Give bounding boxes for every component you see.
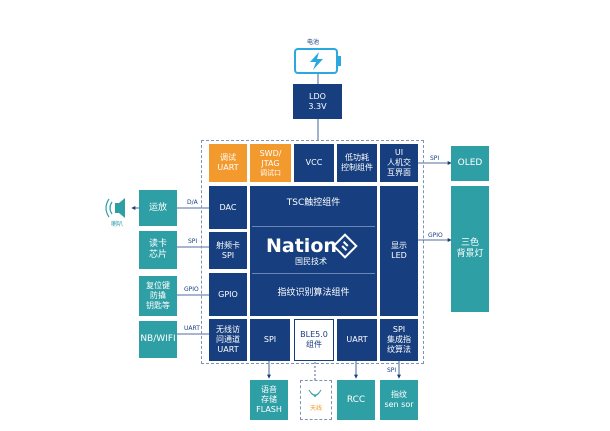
- rgb-backlight-block: 三色 背景灯: [451, 186, 489, 312]
- voice-label: 语音: [261, 385, 277, 394]
- ble-component-label: 组件: [306, 340, 322, 349]
- nb-wifi-label: NB/WIFI: [140, 334, 176, 344]
- ble-block: BLE5.0 组件: [294, 319, 334, 361]
- debug-uart-label: UART: [217, 163, 239, 172]
- spi-card-connector-label: SPI: [188, 238, 198, 245]
- ldo-voltage: 3.3V: [308, 101, 327, 111]
- gpio-label: GPIO: [218, 289, 238, 299]
- chip-boundary: [201, 140, 424, 364]
- spi-algorithm-block: SPI 集成指 纹算法: [380, 319, 418, 361]
- da-connector-label: D/A: [187, 199, 198, 206]
- ldo-block: LDO 3.3V: [293, 84, 342, 119]
- rcc-label: RCC: [346, 394, 366, 405]
- display-led-block: 显示 LED: [380, 186, 418, 316]
- gpio-connector-label: GPIO: [184, 286, 199, 293]
- rf-card-spi-label: SPI: [221, 250, 235, 260]
- card-reader-chip-label: 芯片: [148, 250, 167, 260]
- spi-algo-label: SPI: [392, 325, 406, 334]
- jtag-label: JTAG: [261, 158, 280, 168]
- wireless-uart-label: UART: [217, 345, 239, 354]
- spi-sensor-connector-label: SPI: [387, 367, 397, 374]
- ui-label: UI: [394, 148, 404, 157]
- nation-logo-subtitle: 国民技术: [295, 257, 327, 266]
- uart-label: UART: [346, 335, 368, 344]
- nation-logo-text: Nation: [266, 235, 337, 257]
- anti-pry-label: 防撬: [150, 291, 166, 300]
- vcc-label: VCC: [305, 158, 323, 167]
- battery-label: 电池: [307, 39, 320, 46]
- gpio-rgb-connector-label: GPIO: [428, 232, 443, 239]
- flash-label: FLASH: [256, 405, 282, 414]
- ldo-label: LDO: [309, 91, 326, 101]
- uart-block: UART: [337, 319, 377, 361]
- low-power-control-label: 控制组件: [341, 163, 373, 172]
- ui-block: UI 人机交 互界面: [380, 144, 418, 182]
- antenna-label: 天线: [310, 405, 323, 412]
- integrated-label: 集成指: [387, 335, 411, 344]
- dac-label: DAC: [219, 202, 237, 212]
- rf-card-label: 射频卡: [216, 240, 240, 250]
- fingerprint-label: 指纹: [391, 390, 407, 399]
- tsc-component-label: TSC触控组件: [286, 198, 341, 208]
- wireless-uart-block: 无线访 问通道 UART: [209, 319, 247, 361]
- three-color-label: 三色: [460, 238, 479, 248]
- dac-block: DAC: [209, 186, 247, 229]
- antenna-box: [300, 380, 332, 420]
- debug-port-label: 调试口: [260, 168, 281, 177]
- low-power-label: 低功耗: [345, 153, 369, 162]
- reset-key-label: 复位键: [146, 281, 170, 290]
- nb-wifi-block: NB/WIFI: [139, 321, 177, 358]
- fingerprint-sensor-block: 指纹 sen sor: [380, 380, 418, 420]
- oled-label: OLED: [457, 158, 483, 168]
- fingerprint-algo-label: 纹算法: [387, 345, 411, 354]
- rcc-block: RCC: [337, 380, 375, 420]
- rf-card-block: 射频卡 SPI: [209, 232, 247, 269]
- debug-uart-block: 调试 UART: [209, 144, 247, 182]
- key-etc-label: 钥匙等: [146, 301, 170, 310]
- oled-block: OLED: [451, 146, 489, 181]
- led-label: LED: [391, 251, 407, 260]
- amplifier-block: 运放: [139, 190, 177, 226]
- reset-key-block: 复位键 防撬 钥匙等: [139, 276, 177, 316]
- spi-label: SPI: [263, 335, 277, 344]
- uart-nb-connector-label: UART: [184, 325, 200, 332]
- wireless-label: 无线访: [216, 325, 240, 334]
- swd-jtag-block: SWD/ JTAG 调试口: [250, 144, 291, 182]
- ble-label: BLE5.0: [300, 330, 328, 339]
- speaker-label: 喇叭: [111, 221, 124, 228]
- fingerprint-algorithm-label: 指纹识别算法组件: [277, 288, 350, 298]
- card-reader-block: 读卡 芯片: [139, 231, 177, 269]
- backlight-label: 背景灯: [456, 249, 484, 259]
- amplifier-label: 运放: [148, 202, 167, 213]
- sensor-label: sen sor: [384, 400, 414, 409]
- core-block: [250, 186, 377, 316]
- swd-label: SWD/: [259, 148, 282, 158]
- low-power-block: 低功耗 控制组件: [337, 144, 377, 182]
- storage-label: 存储: [261, 395, 277, 404]
- spi-block: SPI: [250, 319, 290, 361]
- debug-label: 调试: [220, 153, 236, 162]
- hmi-label: 人机交: [387, 158, 411, 167]
- vcc-block: VCC: [294, 144, 334, 182]
- gpio-block: GPIO: [209, 273, 247, 316]
- wireless-channel-label: 问通道: [216, 335, 240, 344]
- divider-line: [252, 273, 375, 274]
- divider-line: [252, 226, 375, 227]
- display-label: 显示: [391, 241, 407, 250]
- card-reader-label: 读卡: [148, 239, 167, 249]
- voice-flash-block: 语音 存储 FLASH: [250, 380, 288, 420]
- spi-oled-connector-label: SPI: [430, 155, 440, 162]
- interface-label: 互界面: [387, 168, 411, 177]
